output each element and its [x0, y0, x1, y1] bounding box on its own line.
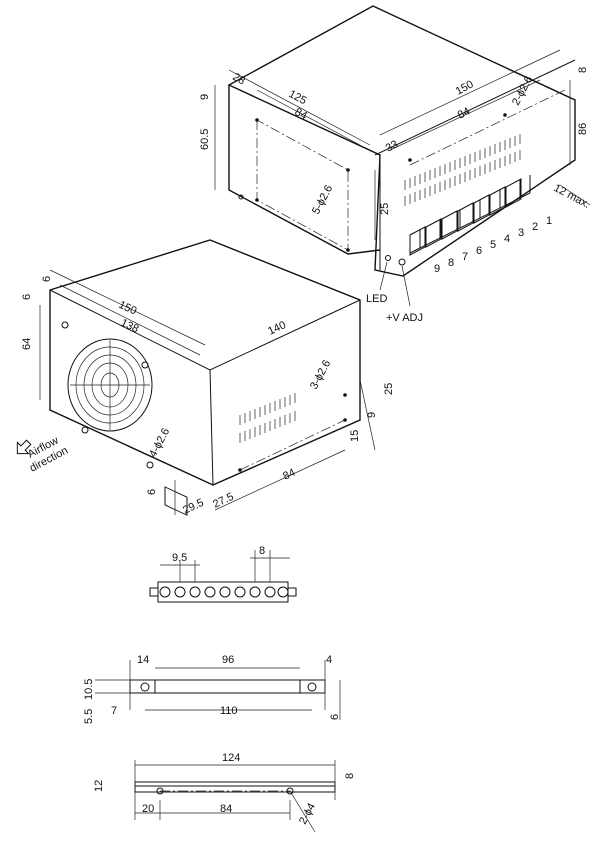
led-label: LED [366, 293, 387, 305]
terminal-screws [159, 586, 289, 598]
dim-6-top: 6 [41, 276, 53, 282]
upper-dimension-lines [214, 49, 591, 240]
dim-33: 33 [384, 138, 400, 154]
dim-138: 138 [119, 317, 141, 336]
dim-150: 150 [454, 78, 476, 97]
holes-2x2-6: 2-ϕ2.6 [510, 74, 535, 107]
upper-top-edge [374, 59, 576, 156]
upper-terminal-strip [409, 175, 531, 256]
dim-5-5: 5.5 [83, 709, 95, 724]
holes-2x4: 2-ϕ4 [297, 801, 318, 826]
fan-screw [141, 361, 149, 369]
airflow-arrow-icon [16, 439, 32, 455]
dim-15: 15 [349, 430, 361, 442]
dim-96: 96 [222, 654, 234, 666]
fan-screw [146, 461, 154, 469]
fan-screw [81, 426, 89, 434]
dim-10-5: 10.5 [83, 679, 95, 700]
dim-6-bottom: 6 [146, 489, 158, 495]
dim-8: 8 [577, 67, 589, 73]
lower-top-edges [49, 289, 361, 371]
svg-text:5: 5 [490, 239, 496, 251]
dim-25: 25 [379, 203, 391, 215]
dim-8: 8 [344, 773, 356, 779]
dim-125: 125 [287, 88, 309, 107]
dim-84-side: 84 [293, 106, 309, 122]
bracket-top-view: 14 96 4 10.5 5.5 7 110 6 [83, 654, 341, 724]
dim-20: 20 [142, 803, 154, 815]
dim-84: 84 [220, 803, 232, 815]
dim-6: 6 [329, 714, 341, 720]
vadj-label: +V ADJ [386, 312, 423, 324]
terminal-numbers: 9 8 7 6 5 4 3 2 1 [434, 215, 552, 275]
holes-4x2-6: 4-ϕ2.6 [147, 426, 172, 459]
upper-side-hole-pattern [256, 119, 349, 251]
upper-unit-outline [227, 5, 576, 277]
lower-dimension-lines [39, 269, 376, 515]
dim-29-5: 29.5 [181, 497, 205, 517]
dim-60-5: 60.5 [199, 129, 211, 150]
svg-text:1: 1 [546, 215, 552, 227]
dim-64: 64 [21, 338, 33, 350]
lower-unit-outline [49, 239, 361, 486]
pitch-9-5: 9.5 [172, 552, 187, 564]
upper-side-panel-edge [228, 85, 381, 255]
fan-grille [67, 338, 153, 432]
svg-text:4: 4 [504, 233, 510, 245]
svg-text:6: 6 [476, 245, 482, 257]
bracket-flange [129, 679, 326, 694]
lower-vent-slots [239, 393, 296, 443]
dim-9: 9 [199, 94, 211, 100]
upper-unit: 28 125 84 9 60.5 25 5-ϕ2.6 150 84 33 2-ϕ… [199, 5, 592, 324]
dim-84-front: 84 [456, 105, 472, 121]
dim-6-side: 6 [21, 294, 33, 300]
bracket-side-body [134, 781, 336, 793]
dim-86: 86 [577, 123, 589, 135]
svg-text:2: 2 [532, 221, 538, 233]
dim-84: 84 [281, 467, 297, 483]
fan-screw [61, 321, 69, 329]
dim-12: 12 [93, 780, 105, 792]
dim-12-max: 12 max. [552, 182, 592, 211]
width-8: 8 [259, 545, 265, 557]
dim-124: 124 [222, 752, 240, 764]
dim-110: 110 [220, 705, 238, 717]
dim-25: 25 [383, 383, 395, 395]
dim-7: 7 [111, 705, 117, 717]
dim-27-5: 27.5 [211, 491, 235, 511]
svg-text:7: 7 [462, 251, 468, 263]
dim-14: 14 [137, 654, 149, 666]
holes-5x2-6: 5-ϕ2.6 [310, 183, 335, 216]
dim-4: 4 [326, 654, 332, 666]
dim-28: 28 [231, 71, 247, 87]
mount-hole [238, 194, 244, 200]
vadj-potentiometer [398, 258, 406, 266]
upper-vent-slots [404, 134, 521, 206]
svg-text:8: 8 [448, 257, 454, 269]
bracket-side-view: 124 12 8 20 84 2-ϕ4 [93, 752, 356, 833]
lower-unit: 6 6 150 138 64 140 3-ϕ2.6 25 9 15 4-ϕ2.6… [16, 239, 395, 517]
svg-text:9: 9 [434, 263, 440, 275]
holes-3x2-6: 3-ϕ2.6 [308, 358, 333, 391]
lower-ac-inlet [164, 486, 188, 516]
lower-front-corner [209, 369, 214, 486]
terminal-block-body [157, 581, 289, 603]
led-indicator [385, 255, 391, 261]
dim-9: 9 [366, 412, 378, 418]
terminal-block: 9.5 8 [149, 545, 297, 603]
svg-text:3: 3 [518, 227, 524, 239]
